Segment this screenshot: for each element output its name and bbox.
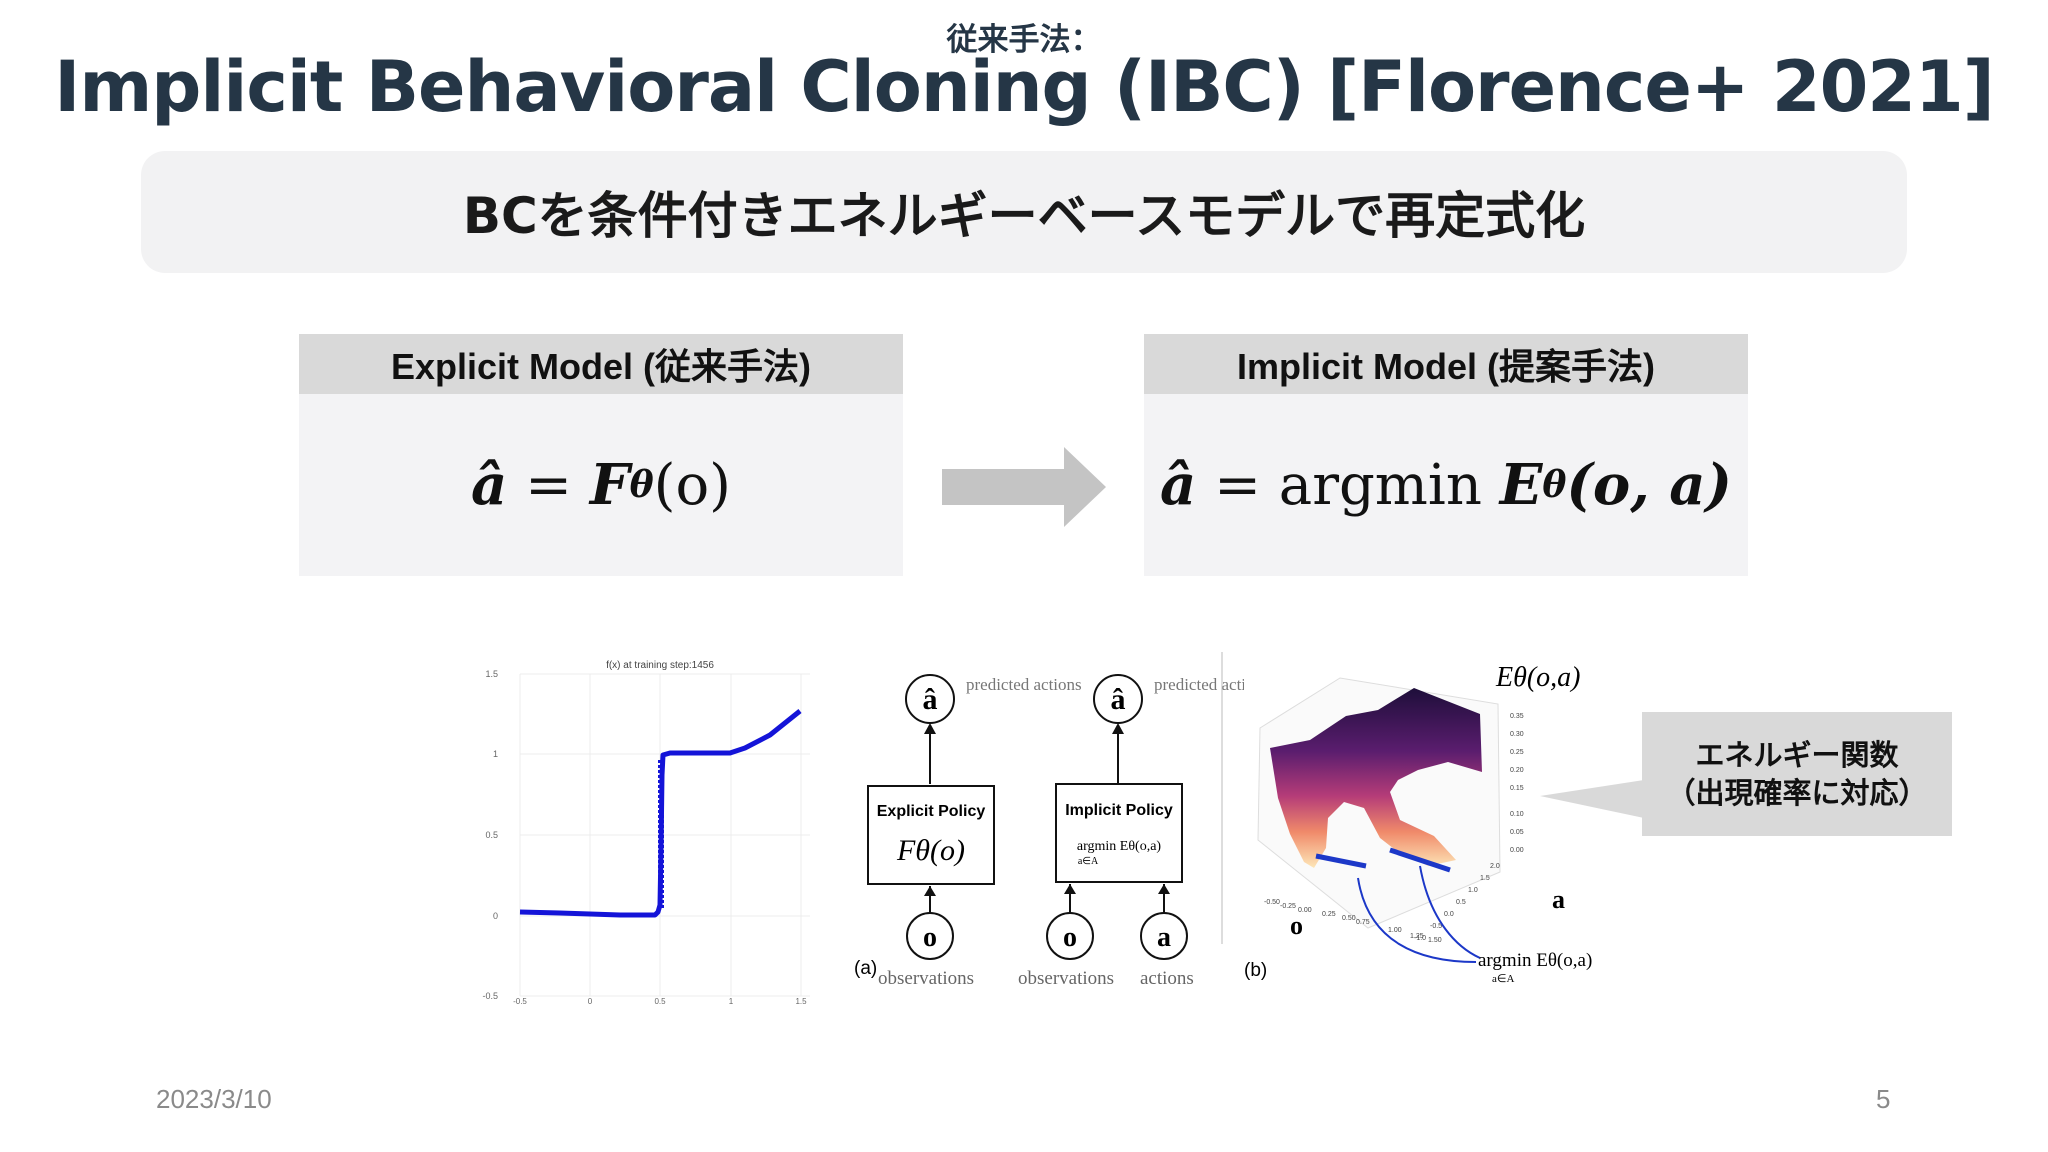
observations-label: observations (878, 968, 974, 989)
formula-a-hat: â (1159, 452, 1197, 518)
formula-a-hat: â (470, 452, 508, 518)
a-tick: 2.0 (1490, 863, 1500, 870)
formula-args: (o, a) (1566, 452, 1733, 518)
explicit-model-header: Explicit Model (従来手法) (299, 334, 903, 394)
y-tick: 1 (493, 749, 498, 759)
energy-function-callout: エネルギー関数 （出現確率に対応） (1642, 712, 1952, 836)
argmin-sub: a∈A (1492, 973, 1514, 985)
formula-args: (o) (653, 452, 732, 518)
o-tick: -0.25 (1280, 903, 1296, 910)
action-node (1140, 912, 1188, 960)
o-tick: -0.50 (1264, 899, 1280, 906)
x-tick: 0 (588, 997, 593, 1006)
axis-o-label: o (1290, 911, 1303, 940)
a-tick: 0.5 (1456, 899, 1466, 906)
node-a-hat: â (1111, 683, 1126, 716)
z-tick: 0.30 (1510, 731, 1524, 738)
energy-surface-plot: Eθ(o,a) 0.35 0.30 0.25 0.20 0.15 0.10 0.… (1221, 652, 1592, 985)
observation-node (1046, 912, 1094, 960)
policy-diagram: â predicted actions Explicit Policy Fθ(o… (854, 674, 1244, 989)
axis-a-label: a (1552, 885, 1565, 914)
x-tick: 0.5 (654, 997, 666, 1006)
implicit-sub: a∈A (1078, 856, 1099, 867)
energy-surface (1270, 688, 1482, 868)
summary-banner: BCを条件付きエネルギーベースモデルで再定式化 (141, 151, 1907, 273)
banner-text: BCを条件付きエネルギーベースモデルで再定式化 (462, 187, 1586, 245)
argmin-line (1389, 847, 1451, 873)
training-plot: f(x) at training step:1456 1.5 1 0.5 0 -… (482, 660, 810, 1006)
x-tick: 1.5 (795, 997, 807, 1006)
slide-kicker: 従来手法： (946, 22, 1102, 58)
y-tick: 0 (493, 911, 498, 921)
y-tick: 0.5 (485, 830, 498, 840)
z-tick: 0.15 (1510, 785, 1524, 792)
argmin-line (1315, 853, 1367, 869)
y-tick: 1.5 (485, 669, 498, 679)
node-o: o (1063, 922, 1077, 953)
formula-F: F (589, 452, 630, 518)
callout-pointer (1540, 780, 1644, 818)
z-tick: 0.10 (1510, 811, 1524, 818)
surface-title: Eθ(o,a) (1495, 662, 1581, 693)
formula-equals: = (507, 452, 590, 518)
plot-title: f(x) at training step:1456 (606, 660, 714, 671)
x-tick: 1 (729, 997, 734, 1006)
right-arrow-icon (942, 447, 1106, 527)
z-tick: 0.25 (1510, 749, 1524, 756)
label-b: (b) (1244, 960, 1267, 981)
formula-theta: θ (1542, 464, 1567, 506)
z-tick: 0.00 (1510, 847, 1524, 854)
actions-label: actions (1140, 968, 1194, 989)
page-number: 5 (1876, 1084, 1891, 1114)
node-a: a (1157, 922, 1171, 953)
node-o: o (923, 922, 937, 953)
observation-node (906, 912, 954, 960)
formula-E: E (1499, 452, 1543, 518)
explicit-policy-box (867, 785, 995, 885)
a-tick: 1.5 (1480, 875, 1490, 882)
a-tick: -1.0 (1414, 935, 1426, 942)
node-a-hat: â (923, 683, 938, 716)
z-tick: 0.05 (1510, 829, 1524, 836)
implicit-policy-box (1055, 783, 1183, 883)
formula-theta: θ (629, 464, 654, 506)
o-tick: 0.50 (1342, 915, 1356, 922)
o-tick: 0.00 (1298, 907, 1312, 914)
slide-date: 2023/3/10 (156, 1084, 272, 1114)
plot-grid (519, 673, 810, 997)
o-tick: 0.25 (1322, 911, 1336, 918)
x-tick: -0.5 (513, 997, 527, 1006)
a-tick: -0.5 (1430, 923, 1442, 930)
o-tick: 1.50 (1428, 937, 1442, 944)
explicit-policy-label: Explicit Policy (877, 803, 986, 820)
slide-title: Implicit Behavioral Cloning (IBC) [Flore… (54, 46, 1994, 128)
observations-label: observations (1018, 968, 1114, 989)
label-a: (a) (854, 958, 877, 979)
callout-line1: エネルギー関数 (1695, 738, 1899, 772)
formula-equals-argmin: = argmin (1196, 452, 1500, 518)
o-tick: 1.00 (1388, 927, 1402, 934)
explicit-func: Fθ(o) (896, 834, 965, 867)
argmin-label: argmin Eθ(o,a) (1478, 950, 1592, 971)
z-tick: 0.35 (1510, 713, 1524, 720)
implicit-policy-label: Implicit Policy (1065, 802, 1173, 819)
implicit-model-header: Implicit Model (提案手法) (1144, 334, 1748, 394)
a-tick: 1.0 (1468, 887, 1478, 894)
callout-line2: （出現確率に対応） (1666, 776, 1928, 810)
z-tick: 0.20 (1510, 767, 1524, 774)
predicted-actions-label: predicted actions (966, 675, 1082, 694)
y-tick: -0.5 (482, 991, 498, 1001)
implicit-func: argmin Eθ(o,a) (1077, 839, 1162, 854)
o-tick: 1.25 (1410, 933, 1424, 940)
a-tick: 0.0 (1444, 911, 1454, 918)
o-tick: 0.75 (1356, 919, 1370, 926)
